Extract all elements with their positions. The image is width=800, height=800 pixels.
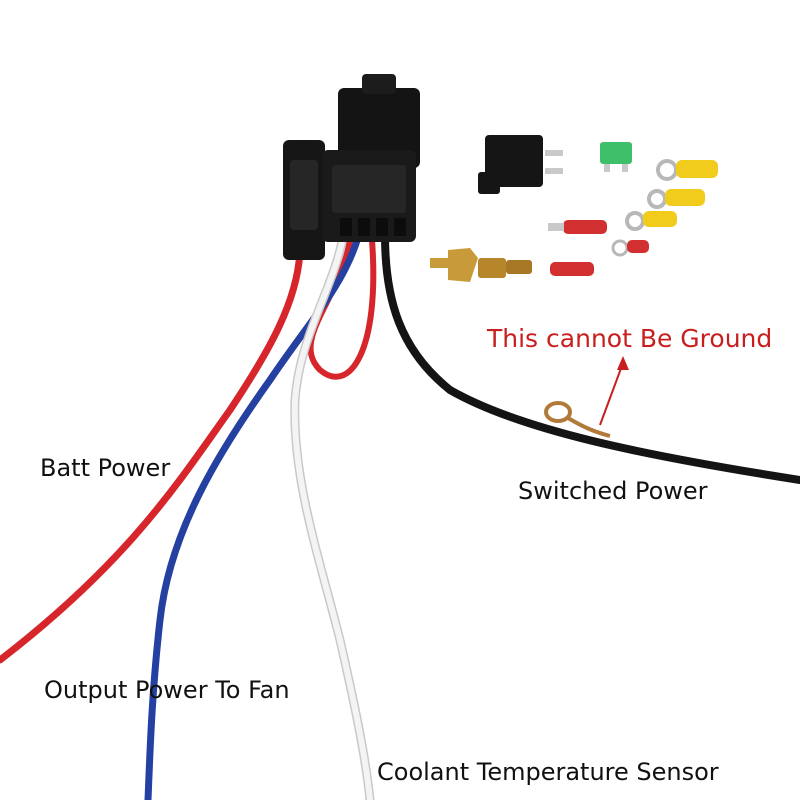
yellow-ring-terminal-2 [647, 189, 705, 209]
ground-warning-label: This cannot Be Ground [487, 324, 773, 353]
relay-assembly [283, 74, 420, 260]
black-switched-wire [381, 231, 800, 484]
ring-terminal [544, 401, 572, 423]
kit-parts [430, 135, 718, 282]
blade-fuse [600, 142, 632, 172]
wires [0, 217, 800, 800]
red-battery-wire [0, 246, 304, 664]
coolant-sensor-label: Coolant Temperature Sensor [377, 758, 719, 786]
coolant-temperature-sensor-part [430, 248, 532, 282]
relay-body [338, 88, 420, 168]
red-spade-connector-2 [550, 262, 594, 276]
warning-arrow [599, 356, 629, 426]
batt-power-label: Batt Power [40, 454, 171, 482]
output-power-label: Output Power To Fan [44, 676, 290, 704]
red-spade-connector-1 [548, 220, 607, 234]
spare-relay [478, 135, 563, 194]
yellow-ring-terminal-3 [625, 211, 677, 231]
switched-power-label: Switched Power [518, 477, 708, 505]
yellow-ring-terminal-1 [656, 159, 718, 181]
blue-output-wire [144, 218, 366, 800]
red-ring-terminal [611, 239, 649, 257]
